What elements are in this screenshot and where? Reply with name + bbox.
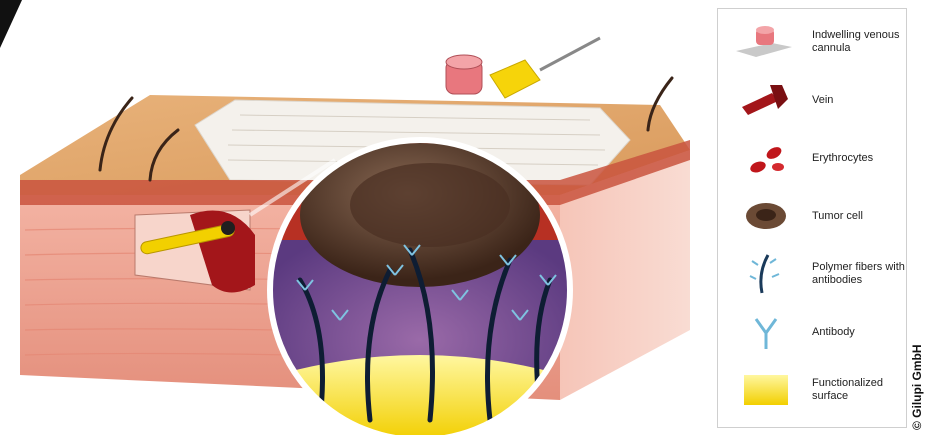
- antibody-icon: [732, 311, 796, 353]
- legend-item-tumor-cell: Tumor cell: [718, 191, 908, 241]
- legend: Indwelling venous cannula Vein Erythrocy…: [717, 8, 907, 428]
- legend-label: Functionalized surface: [812, 365, 906, 415]
- cannula-icon: [732, 21, 796, 63]
- corner-mark: [0, 0, 22, 48]
- legend-item-vein: Vein: [718, 75, 908, 125]
- functionalized-surface-icon: [732, 369, 796, 411]
- legend-item-antibody: Antibody: [718, 307, 908, 357]
- legend-label: Tumor cell: [812, 191, 906, 241]
- legend-label: Indwelling venous cannula: [812, 17, 906, 67]
- legend-item-functionalized-surface: Functionalized surface: [718, 365, 908, 415]
- legend-label: Antibody: [812, 307, 906, 357]
- copyright-text: © Gilupi GmbH: [910, 344, 924, 430]
- cannula-hub: [446, 38, 600, 98]
- tumor-cell-icon: [732, 195, 796, 237]
- legend-label: Erythrocytes: [812, 133, 906, 183]
- legend-item-polymer-fibers: Polymer fibers with antibodies: [718, 249, 908, 299]
- legend-label: Vein: [812, 75, 906, 125]
- vein-icon: [732, 79, 796, 121]
- polymer-fibers-icon: [732, 253, 796, 295]
- skin-tissue-illustration: [0, 0, 700, 435]
- legend-item-erythrocytes: Erythrocytes: [718, 133, 908, 183]
- legend-label: Polymer fibers with antibodies: [812, 249, 906, 299]
- cannula-tip: [221, 221, 235, 235]
- erythrocytes-icon: [732, 137, 796, 179]
- legend-item-cannula: Indwelling venous cannula: [718, 17, 908, 67]
